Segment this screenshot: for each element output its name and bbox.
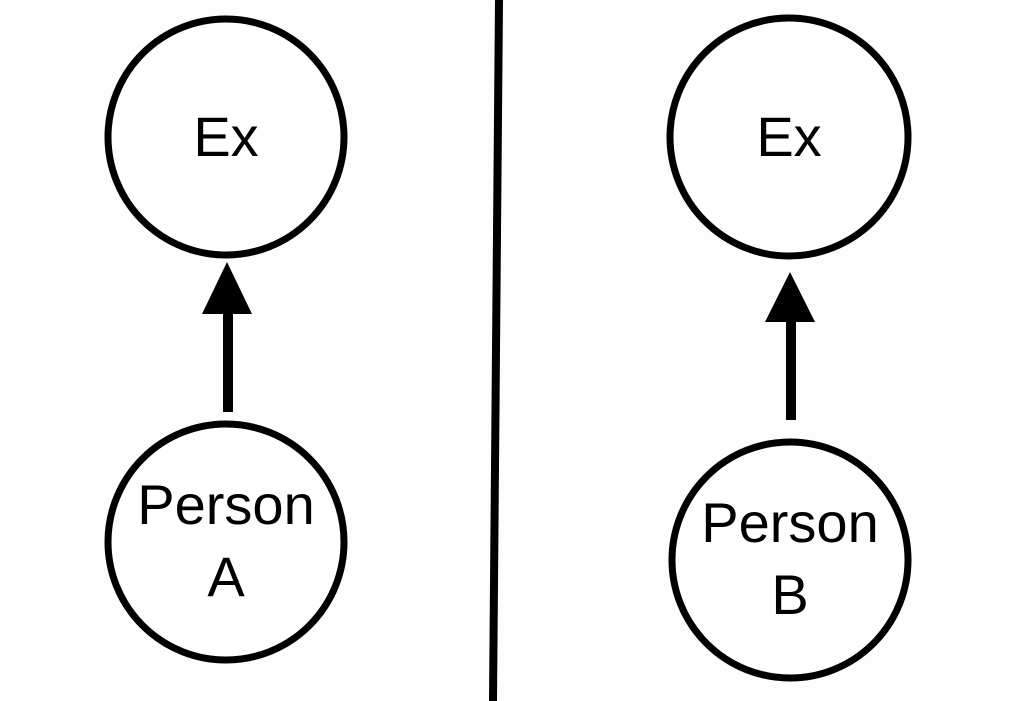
right-person-label-line1: Person: [701, 491, 878, 554]
right-arrow-head: [765, 272, 815, 322]
left-ex-circle: [104, 15, 348, 259]
left-person-label-line2: A: [207, 545, 245, 608]
left-ex-label: Ex: [193, 105, 258, 168]
left-ex-node: Ex: [104, 15, 348, 259]
left-arrow: [202, 262, 252, 412]
right-person-node: Person B: [668, 438, 912, 682]
right-ex-label: Ex: [756, 105, 821, 168]
left-arrow-head: [202, 262, 252, 314]
right-person-circle: [668, 438, 912, 682]
left-person-circle: [104, 420, 348, 664]
right-arrow: [765, 272, 815, 420]
left-panel: Ex Person A: [104, 15, 348, 664]
left-person-label-line1: Person: [137, 473, 314, 536]
right-ex-circle: [666, 14, 912, 260]
panel-divider: [489, 0, 503, 701]
left-person-node: Person A: [104, 420, 348, 664]
right-ex-node: Ex: [666, 14, 912, 260]
right-person-label-line2: B: [771, 563, 808, 626]
right-panel: Ex Person B: [666, 14, 912, 682]
